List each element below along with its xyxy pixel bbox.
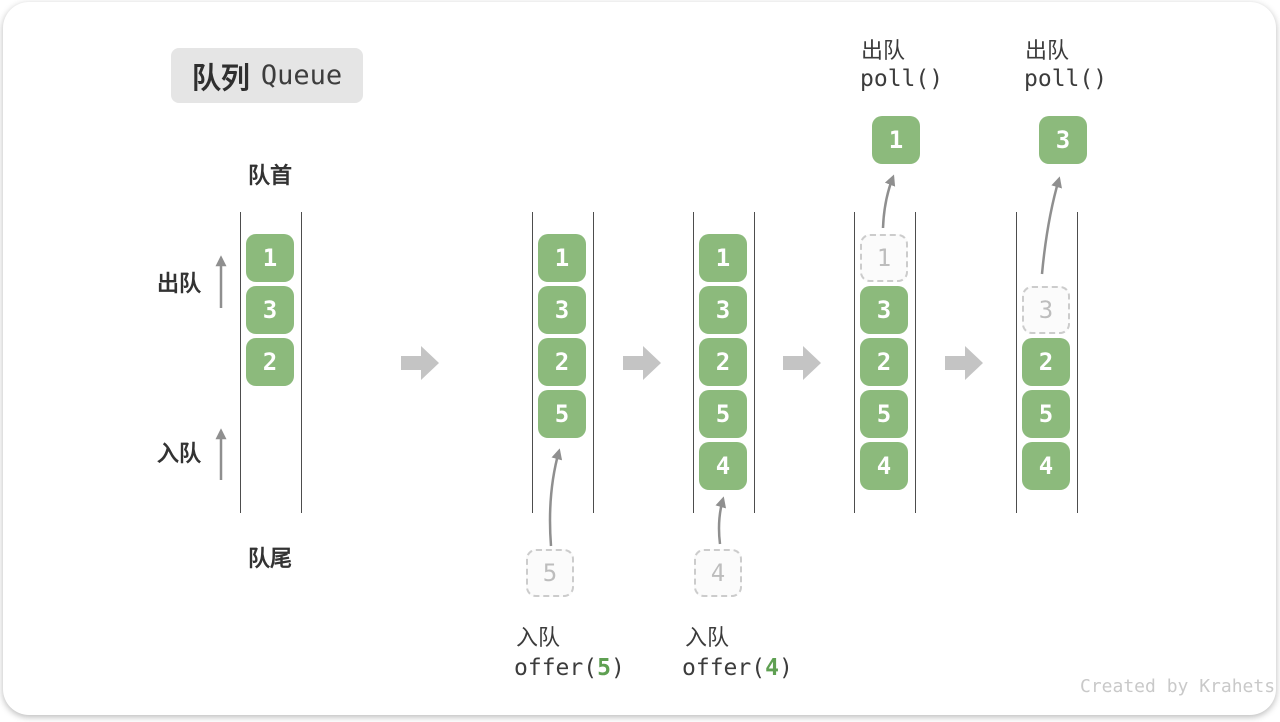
queue-cell: 2 — [699, 338, 747, 386]
queue-cell: 5 — [699, 390, 747, 438]
dequeue-op-code: poll() — [1024, 66, 1108, 92]
code-arg: 4 — [765, 655, 779, 681]
front-label: 队首 — [248, 163, 293, 188]
queue-rail-5 — [1016, 212, 1078, 513]
queue-cell: 4 — [699, 442, 747, 490]
code-post: ) — [778, 655, 793, 681]
dequeue-side-label: 出队 — [157, 271, 202, 296]
queue-cell: 4 — [860, 442, 908, 490]
queue-cell: 3 — [538, 286, 586, 334]
title-en: Queue — [260, 60, 343, 91]
title-badge: 队列 Queue — [171, 48, 363, 103]
enqueue-op-label: 入队 — [516, 625, 561, 650]
queue-cell: 2 — [538, 338, 586, 386]
queue-cell: 5 — [1022, 390, 1070, 438]
enqueue-op-label: 入队 — [685, 625, 730, 650]
queue-cell: 2 — [1022, 338, 1070, 386]
removed-cell: 3 — [1022, 286, 1070, 334]
popped-cell: 3 — [1039, 116, 1087, 164]
queue-cell: 1 — [246, 234, 294, 282]
queue-cell: 2 — [860, 338, 908, 386]
code-pre: offer( — [514, 655, 598, 681]
incoming-cell: 5 — [526, 549, 574, 597]
queue-rail-2 — [532, 212, 594, 513]
enqueue-op-code: offer(4) — [682, 655, 793, 681]
popped-cell: 1 — [872, 116, 920, 164]
arrows-overlay — [215, 174, 1062, 547]
title-cn: 队列 — [191, 62, 250, 95]
queue-cell: 3 — [699, 286, 747, 334]
queue-cell: 5 — [538, 390, 586, 438]
queue-cell: 3 — [246, 286, 294, 334]
diagram-card: 队列 Queue 队首 队尾 出队 入队 1 3 2 1 3 2 5 5 入队 … — [3, 2, 1276, 715]
queue-rail-1 — [240, 212, 302, 513]
queue-rail-4 — [854, 212, 916, 513]
next-state-arrow-icon — [401, 346, 439, 380]
queue-cell: 4 — [1022, 442, 1070, 490]
enqueue-op-code: offer(5) — [514, 655, 625, 681]
queue-cell: 5 — [860, 390, 908, 438]
next-state-arrow-icon — [945, 346, 983, 380]
dequeue-op-label: 出队 — [1025, 38, 1070, 63]
dequeue-op-code: poll() — [860, 66, 944, 92]
queue-rail-3 — [693, 212, 755, 513]
queue-cell: 2 — [246, 338, 294, 386]
dequeue-op-label: 出队 — [861, 38, 906, 63]
next-state-arrow-icon — [783, 346, 821, 380]
queue-cell: 1 — [699, 234, 747, 282]
code-post: ) — [610, 655, 625, 681]
queue-cell: 1 — [538, 234, 586, 282]
rear-label: 队尾 — [248, 546, 293, 571]
removed-cell: 1 — [860, 234, 908, 282]
code-arg: 5 — [597, 655, 611, 681]
code-pre: offer( — [682, 655, 766, 681]
queue-cell: 3 — [860, 286, 908, 334]
next-state-arrow-icon — [623, 346, 661, 380]
watermark: Created by Krahets — [1080, 676, 1276, 697]
incoming-cell: 4 — [694, 549, 742, 597]
enqueue-side-label: 入队 — [157, 441, 202, 466]
